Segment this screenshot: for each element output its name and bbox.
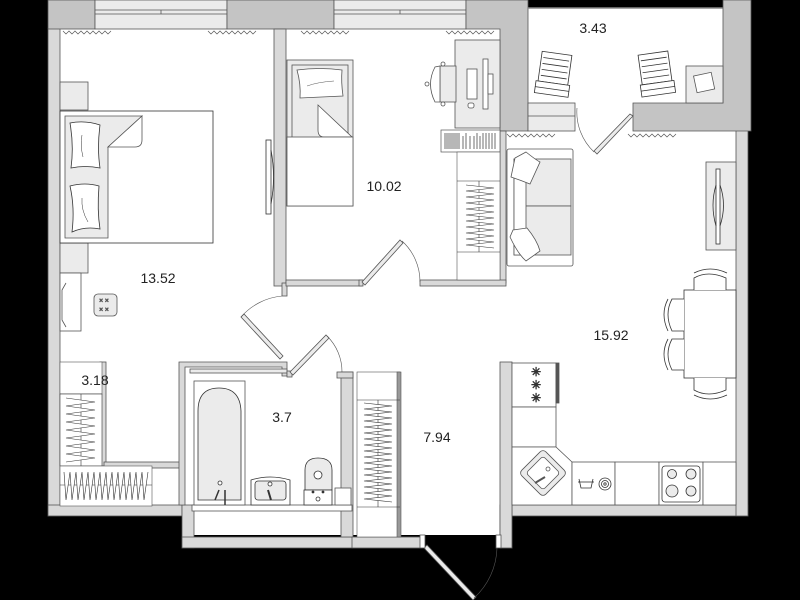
office-chair (424, 61, 457, 107)
bathtub (193, 380, 246, 506)
washing-machine-icon (578, 477, 612, 491)
dining-table (663, 268, 737, 400)
room-area-living-kitchen: 15.92 (593, 327, 629, 343)
bookshelf (440, 129, 501, 153)
room-area-balcony: 3.43 (579, 20, 607, 36)
door-balcony (593, 113, 634, 155)
radiators (62, 30, 677, 138)
interior-walls (99, 28, 513, 549)
kitchen-hood: ✳ ✳ ✳ (531, 365, 542, 406)
washbasin (250, 476, 291, 506)
room-area-bathroom: 3.7 (272, 409, 292, 425)
svg-text:× ×: × × (99, 307, 109, 313)
fridge (614, 461, 660, 506)
kitchen-sink (520, 450, 566, 496)
tv-stand (705, 161, 737, 251)
lounge-chairs (533, 50, 677, 98)
ottoman: × × × × (93, 293, 118, 317)
svg-text:✳: ✳ (531, 378, 541, 392)
side-table (685, 65, 724, 104)
cooktop (661, 465, 701, 503)
svg-text:× ×: × × (99, 298, 109, 304)
wardrobe-hallway (356, 371, 402, 538)
double-bed (59, 81, 214, 274)
door-bedroom-2 (361, 239, 404, 286)
door-entrance (423, 544, 477, 600)
room-area-hallway: 7.94 (423, 429, 451, 445)
riser (334, 487, 352, 506)
window (94, 0, 228, 30)
dining-chair (663, 268, 728, 400)
svg-text:✳: ✳ (531, 365, 541, 379)
wardrobe-closet (59, 361, 153, 507)
window (333, 0, 467, 30)
room-area-bedroom-1: 13.52 (140, 270, 176, 286)
toilet (303, 457, 333, 506)
sofa (506, 148, 574, 267)
monitor (482, 58, 489, 110)
keyboard (466, 68, 478, 100)
svg-text:✳: ✳ (531, 391, 541, 405)
desk (454, 39, 501, 129)
tv-bedroom-1 (265, 139, 274, 215)
single-bed (286, 59, 354, 207)
top-wall (47, 0, 752, 132)
wardrobe-bedroom-2 (456, 151, 501, 281)
mouse (467, 102, 475, 109)
nightstand (59, 272, 82, 332)
doors (240, 107, 634, 600)
room-area-closet: 3.18 (81, 372, 109, 388)
room-area-bedroom-2: 10.02 (366, 178, 402, 194)
kitchen-counters (511, 362, 737, 506)
